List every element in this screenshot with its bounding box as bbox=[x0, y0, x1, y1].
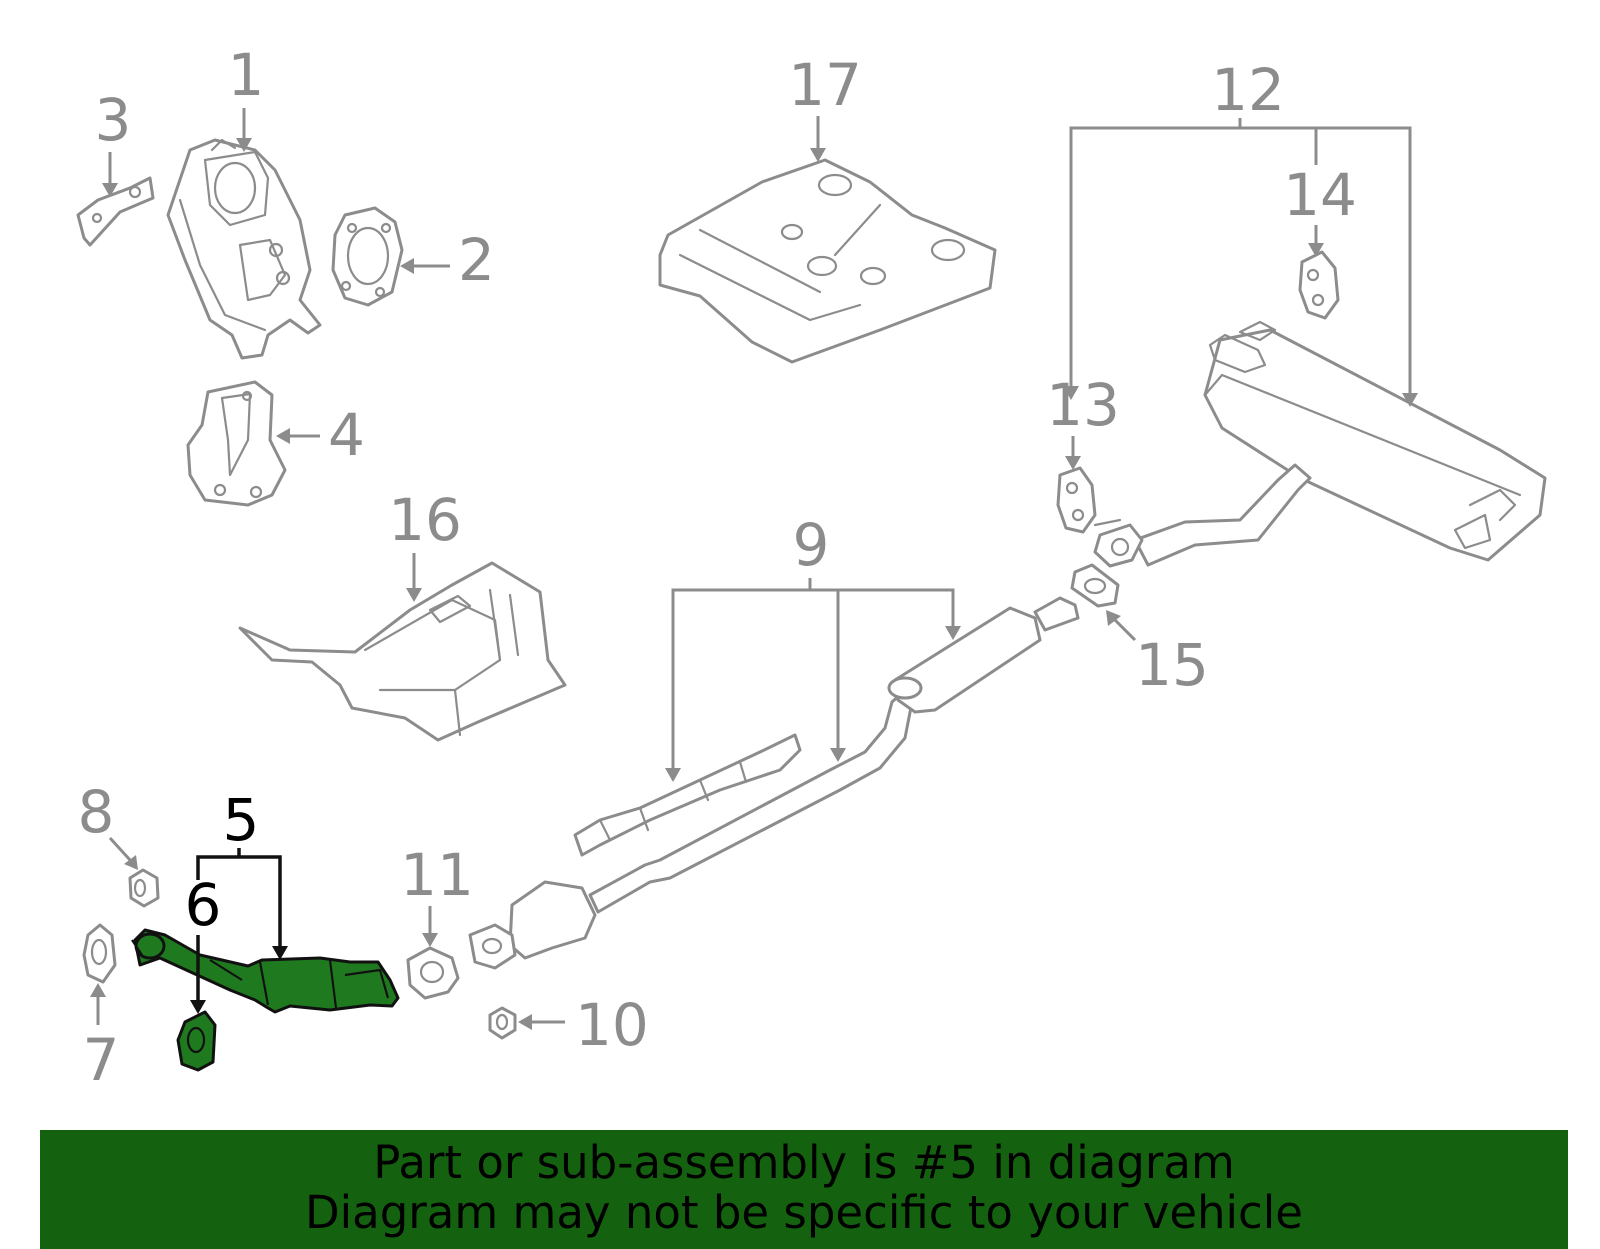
part-2-gasket bbox=[331, 206, 404, 307]
callout-14: 14 bbox=[1283, 161, 1357, 257]
part-1-catalytic-converter bbox=[166, 138, 322, 360]
part-7-gasket bbox=[82, 923, 117, 984]
svg-text:14: 14 bbox=[1283, 161, 1357, 229]
exhaust-parts-diagram: 1 2 3 4 bbox=[76, 41, 1547, 1094]
svg-text:4: 4 bbox=[328, 401, 365, 469]
part-3-bracket bbox=[76, 176, 155, 247]
callout-1: 1 bbox=[228, 41, 265, 152]
part-14-hanger bbox=[1298, 250, 1340, 320]
callout-17: 17 bbox=[788, 51, 862, 162]
callout-9: 9 bbox=[665, 511, 961, 782]
callout-3: 3 bbox=[95, 86, 132, 197]
part-17-heat-shield bbox=[658, 158, 997, 364]
svg-text:3: 3 bbox=[95, 86, 132, 154]
info-banner: Part or sub-assembly is #5 in diagram Di… bbox=[40, 1130, 1568, 1249]
svg-text:15: 15 bbox=[1135, 631, 1209, 699]
svg-text:9: 9 bbox=[793, 511, 830, 579]
callout-10: 10 bbox=[518, 991, 649, 1059]
svg-text:17: 17 bbox=[788, 51, 862, 119]
part-15-gasket bbox=[1070, 563, 1120, 608]
callout-4: 4 bbox=[276, 401, 365, 469]
svg-text:13: 13 bbox=[1046, 371, 1120, 439]
svg-text:16: 16 bbox=[388, 486, 462, 554]
banner-line-part-info: Part or sub-assembly is #5 in diagram bbox=[373, 1136, 1235, 1189]
svg-text:8: 8 bbox=[78, 778, 115, 846]
svg-text:2: 2 bbox=[458, 226, 495, 294]
svg-text:1: 1 bbox=[228, 41, 265, 109]
part-8-nut bbox=[128, 868, 160, 908]
svg-text:10: 10 bbox=[575, 991, 649, 1059]
part-10-nut bbox=[488, 1006, 517, 1040]
part-6-gasket-highlighted bbox=[176, 1010, 217, 1072]
banner-line-disclaimer: Diagram may not be specific to your vehi… bbox=[305, 1186, 1303, 1239]
callout-12: 12 bbox=[1063, 56, 1418, 407]
svg-text:11: 11 bbox=[400, 841, 474, 909]
svg-text:5: 5 bbox=[223, 786, 260, 854]
callout-11: 11 bbox=[400, 841, 474, 947]
callout-8: 8 bbox=[78, 778, 138, 870]
part-13-hanger bbox=[1056, 466, 1097, 534]
part-11-gasket bbox=[406, 946, 460, 1000]
callout-2: 2 bbox=[400, 226, 495, 294]
callout-6: 6 bbox=[185, 871, 222, 1014]
callout-7: 7 bbox=[83, 983, 120, 1094]
svg-text:7: 7 bbox=[83, 1026, 120, 1094]
callout-13: 13 bbox=[1046, 371, 1120, 470]
svg-text:6: 6 bbox=[185, 871, 222, 939]
part-5-front-pipe-highlighted bbox=[131, 928, 400, 1014]
svg-text:12: 12 bbox=[1211, 56, 1285, 124]
callout-16: 16 bbox=[388, 486, 462, 602]
callout-5: 5 bbox=[196, 786, 288, 960]
callout-15: 15 bbox=[1106, 610, 1209, 699]
part-9-center-pipe bbox=[468, 596, 1080, 970]
part-4-heat-shield bbox=[186, 380, 287, 507]
part-12-rear-muffler bbox=[1093, 320, 1547, 568]
part-16-heat-shield bbox=[238, 561, 567, 742]
